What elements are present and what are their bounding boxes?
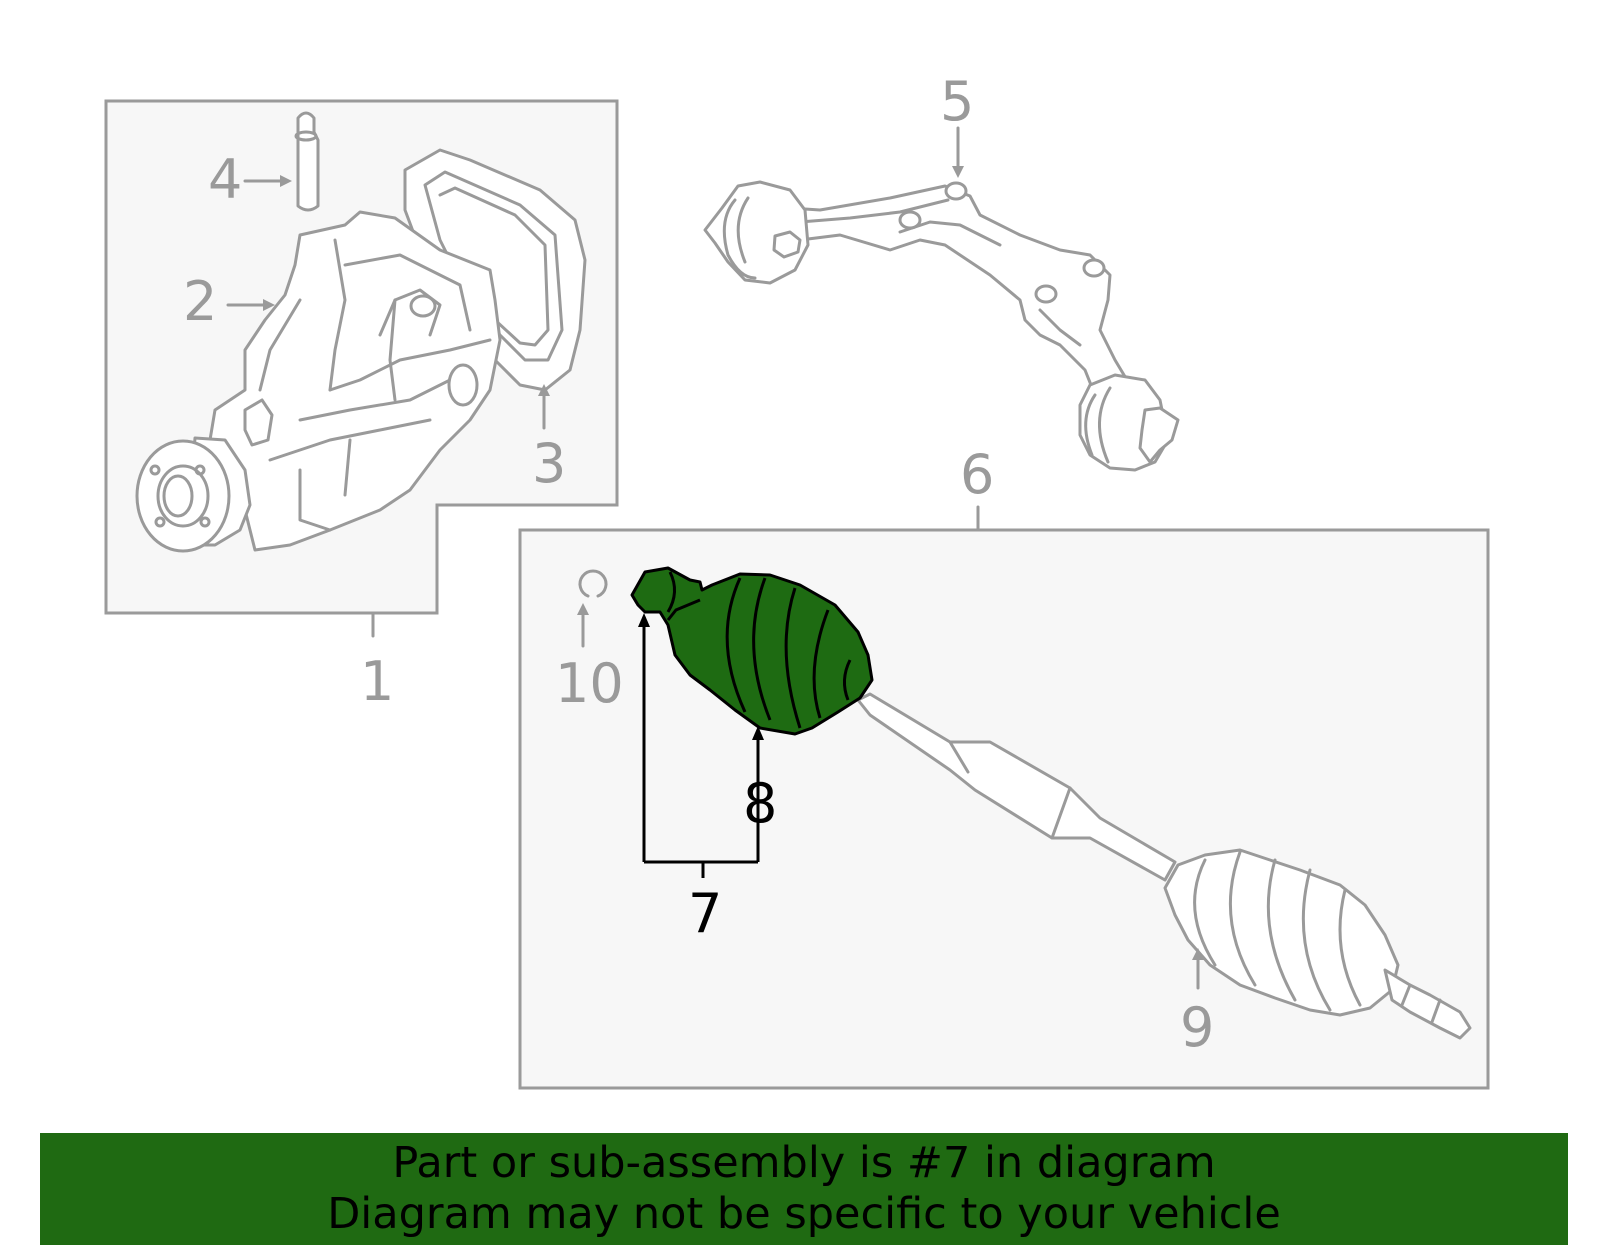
callout-4: 4 bbox=[208, 148, 242, 211]
callout-3: 3 bbox=[532, 432, 566, 495]
banner-line-2: Diagram may not be specific to your vehi… bbox=[327, 1189, 1281, 1239]
callout-8: 8 bbox=[743, 772, 777, 835]
circlip bbox=[578, 569, 608, 598]
callout-1: 1 bbox=[360, 650, 394, 713]
subframe-mount bbox=[703, 126, 1180, 472]
axle-shaft bbox=[856, 692, 1177, 882]
callout-2: 2 bbox=[183, 270, 217, 333]
differential-assembly bbox=[104, 99, 619, 638]
parts-diagram: 1 2 3 4 5 6 7 8 9 10 bbox=[104, 70, 1490, 1090]
axle-assembly bbox=[518, 505, 1490, 1090]
callout-6: 6 bbox=[960, 443, 994, 506]
banner-line-1: Part or sub-assembly is #7 in diagram bbox=[392, 1138, 1216, 1188]
callout-7: 7 bbox=[688, 882, 722, 945]
callout-10: 10 bbox=[555, 652, 624, 715]
info-banner: Part or sub-assembly is #7 in diagram Di… bbox=[40, 1133, 1568, 1245]
callout-5: 5 bbox=[940, 70, 974, 133]
inner-cv-joint-highlighted bbox=[630, 566, 874, 736]
drain-plug bbox=[296, 111, 320, 212]
callout-9: 9 bbox=[1180, 996, 1214, 1059]
